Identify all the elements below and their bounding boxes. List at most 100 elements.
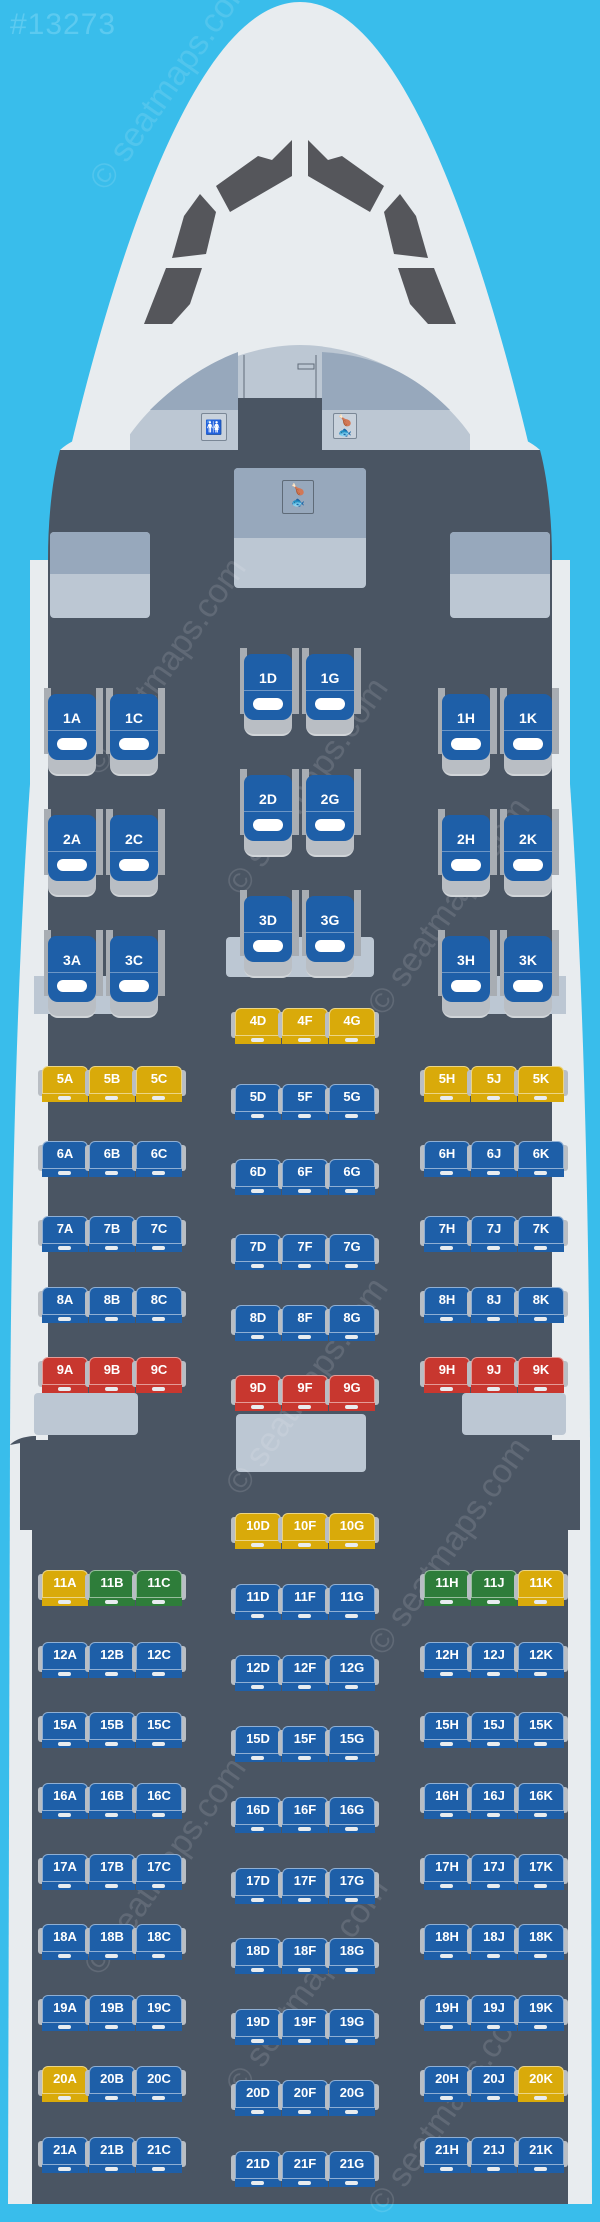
seat-7b[interactable]: 7B: [85, 1216, 139, 1252]
seat-20f[interactable]: 20F: [278, 2080, 332, 2116]
seat-20g[interactable]: 20G: [325, 2080, 379, 2116]
seat-12j[interactable]: 12J: [467, 1642, 521, 1678]
seat-15f[interactable]: 15F: [278, 1726, 332, 1762]
seat-16a[interactable]: 16A: [38, 1783, 92, 1819]
seat-21h[interactable]: 21H: [420, 2137, 474, 2173]
seat-5b[interactable]: 5B: [85, 1066, 139, 1102]
seat-21b[interactable]: 21B: [85, 2137, 139, 2173]
seat-7j[interactable]: 7J: [467, 1216, 521, 1252]
seat-1c[interactable]: 1C: [106, 688, 165, 776]
seat-6b[interactable]: 6B: [85, 1141, 139, 1177]
seat-17b[interactable]: 17B: [85, 1854, 139, 1890]
seat-1d[interactable]: 1D: [240, 648, 299, 736]
seat-15d[interactable]: 15D: [231, 1726, 285, 1762]
seat-6k[interactable]: 6K: [514, 1141, 568, 1177]
seat-9h[interactable]: 9H: [420, 1357, 474, 1393]
seat-2g[interactable]: 2G: [302, 769, 361, 857]
seat-18a[interactable]: 18A: [38, 1924, 92, 1960]
seat-11a[interactable]: 11A: [38, 1570, 92, 1606]
seat-5a[interactable]: 5A: [38, 1066, 92, 1102]
seat-2k[interactable]: 2K: [500, 809, 559, 897]
seat-17a[interactable]: 17A: [38, 1854, 92, 1890]
seat-2c[interactable]: 2C: [106, 809, 165, 897]
seat-19k[interactable]: 19K: [514, 1995, 568, 2031]
seat-18c[interactable]: 18C: [132, 1924, 186, 1960]
seat-1h[interactable]: 1H: [438, 688, 497, 776]
seat-6c[interactable]: 6C: [132, 1141, 186, 1177]
seat-18b[interactable]: 18B: [85, 1924, 139, 1960]
seat-16h[interactable]: 16H: [420, 1783, 474, 1819]
seat-16j[interactable]: 16J: [467, 1783, 521, 1819]
seat-5h[interactable]: 5H: [420, 1066, 474, 1102]
seat-17d[interactable]: 17D: [231, 1868, 285, 1904]
seat-12g[interactable]: 12G: [325, 1655, 379, 1691]
seat-18f[interactable]: 18F: [278, 1938, 332, 1974]
seat-2h[interactable]: 2H: [438, 809, 497, 897]
seat-3k[interactable]: 3K: [500, 930, 559, 1018]
seat-21d[interactable]: 21D: [231, 2151, 285, 2187]
seat-7g[interactable]: 7G: [325, 1234, 379, 1270]
seat-19f[interactable]: 19F: [278, 2009, 332, 2045]
seat-10g[interactable]: 10G: [325, 1513, 379, 1549]
seat-10d[interactable]: 10D: [231, 1513, 285, 1549]
seat-17f[interactable]: 17F: [278, 1868, 332, 1904]
seat-15j[interactable]: 15J: [467, 1712, 521, 1748]
seat-7f[interactable]: 7F: [278, 1234, 332, 1270]
seat-21f[interactable]: 21F: [278, 2151, 332, 2187]
seat-15h[interactable]: 15H: [420, 1712, 474, 1748]
seat-8d[interactable]: 8D: [231, 1305, 285, 1341]
seat-20c[interactable]: 20C: [132, 2066, 186, 2102]
seat-20h[interactable]: 20H: [420, 2066, 474, 2102]
seat-4f[interactable]: 4F: [278, 1008, 332, 1044]
seat-21c[interactable]: 21C: [132, 2137, 186, 2173]
seat-9j[interactable]: 9J: [467, 1357, 521, 1393]
seat-16f[interactable]: 16F: [278, 1797, 332, 1833]
seat-21k[interactable]: 21K: [514, 2137, 568, 2173]
seat-19h[interactable]: 19H: [420, 1995, 474, 2031]
seat-5c[interactable]: 5C: [132, 1066, 186, 1102]
seat-21j[interactable]: 21J: [467, 2137, 521, 2173]
seat-18j[interactable]: 18J: [467, 1924, 521, 1960]
seat-8b[interactable]: 8B: [85, 1287, 139, 1323]
seat-16c[interactable]: 16C: [132, 1783, 186, 1819]
seat-19a[interactable]: 19A: [38, 1995, 92, 2031]
seat-15b[interactable]: 15B: [85, 1712, 139, 1748]
seat-8a[interactable]: 8A: [38, 1287, 92, 1323]
seat-3c[interactable]: 3C: [106, 930, 165, 1018]
seat-8g[interactable]: 8G: [325, 1305, 379, 1341]
seat-11f[interactable]: 11F: [278, 1584, 332, 1620]
seat-8j[interactable]: 8J: [467, 1287, 521, 1323]
seat-17c[interactable]: 17C: [132, 1854, 186, 1890]
seat-2d[interactable]: 2D: [240, 769, 299, 857]
seat-21g[interactable]: 21G: [325, 2151, 379, 2187]
seat-6f[interactable]: 6F: [278, 1159, 332, 1195]
seat-17h[interactable]: 17H: [420, 1854, 474, 1890]
seat-5g[interactable]: 5G: [325, 1084, 379, 1120]
seat-2a[interactable]: 2A: [44, 809, 103, 897]
seat-5j[interactable]: 5J: [467, 1066, 521, 1102]
seat-7h[interactable]: 7H: [420, 1216, 474, 1252]
seat-12b[interactable]: 12B: [85, 1642, 139, 1678]
seat-7a[interactable]: 7A: [38, 1216, 92, 1252]
seat-9g[interactable]: 9G: [325, 1375, 379, 1411]
seat-4g[interactable]: 4G: [325, 1008, 379, 1044]
seat-18d[interactable]: 18D: [231, 1938, 285, 1974]
seat-9b[interactable]: 9B: [85, 1357, 139, 1393]
seat-5d[interactable]: 5D: [231, 1084, 285, 1120]
seat-20d[interactable]: 20D: [231, 2080, 285, 2116]
seat-16d[interactable]: 16D: [231, 1797, 285, 1833]
seat-18k[interactable]: 18K: [514, 1924, 568, 1960]
seat-19g[interactable]: 19G: [325, 2009, 379, 2045]
seat-8f[interactable]: 8F: [278, 1305, 332, 1341]
seat-16g[interactable]: 16G: [325, 1797, 379, 1833]
seat-17j[interactable]: 17J: [467, 1854, 521, 1890]
seat-3d[interactable]: 3D: [240, 890, 299, 978]
seat-11c[interactable]: 11C: [132, 1570, 186, 1606]
seat-17g[interactable]: 17G: [325, 1868, 379, 1904]
seat-3g[interactable]: 3G: [302, 890, 361, 978]
seat-8h[interactable]: 8H: [420, 1287, 474, 1323]
seat-20a[interactable]: 20A: [38, 2066, 92, 2102]
seat-4d[interactable]: 4D: [231, 1008, 285, 1044]
seat-11d[interactable]: 11D: [231, 1584, 285, 1620]
seat-19j[interactable]: 19J: [467, 1995, 521, 2031]
